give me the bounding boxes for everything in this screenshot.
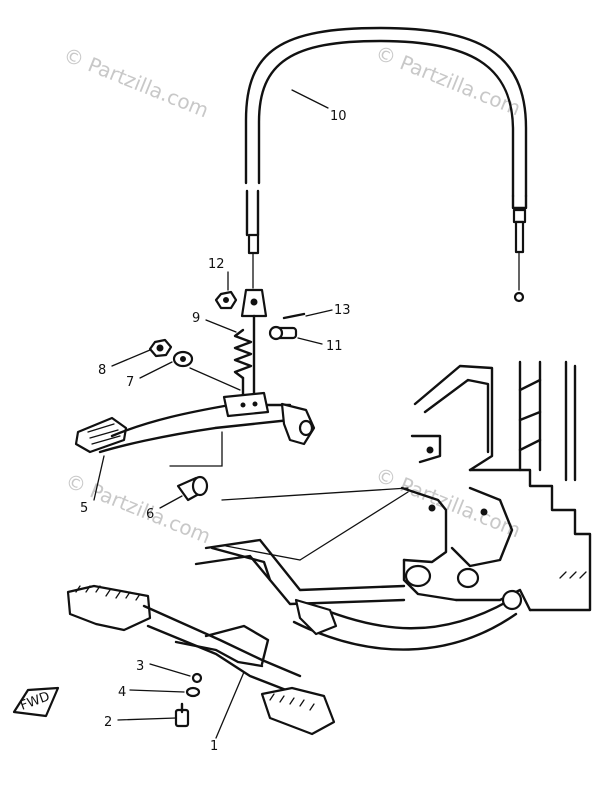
bolt-part xyxy=(174,702,190,728)
brake-cable xyxy=(244,26,528,303)
clevis xyxy=(240,288,268,318)
return-spring xyxy=(233,314,256,400)
clevis-nut-part xyxy=(214,290,238,310)
callout-12: 12 xyxy=(208,257,225,272)
callout-11: 11 xyxy=(326,339,343,354)
guide-lines xyxy=(169,431,409,561)
callout-4: 4 xyxy=(118,685,126,700)
callout-10: 10 xyxy=(330,109,347,124)
callout-13: 13 xyxy=(334,303,351,318)
washer-part xyxy=(172,350,194,368)
brake-pedal xyxy=(74,391,316,454)
watermark-top-right: © Partzilla.com xyxy=(372,40,524,120)
cotter-pin-part xyxy=(191,672,203,684)
bushing-part xyxy=(176,475,209,502)
callout-2: 2 xyxy=(104,715,112,730)
watermark-top-left: © Partzilla.com xyxy=(60,42,212,122)
callout-7: 7 xyxy=(126,375,134,390)
callout-1: 1 xyxy=(210,739,218,754)
leader-lines xyxy=(93,89,333,739)
footrest-bar xyxy=(66,584,336,736)
fwd-arrow-badge: FWD xyxy=(12,686,60,718)
nut-part xyxy=(148,338,173,358)
callout-5: 5 xyxy=(80,501,88,516)
callout-9: 9 xyxy=(192,311,200,326)
clevis-pin xyxy=(268,325,298,341)
callout-3: 3 xyxy=(136,659,144,674)
spring-washer-part xyxy=(185,686,201,698)
callout-8: 8 xyxy=(98,363,106,378)
cotter-pin xyxy=(282,312,306,320)
frame xyxy=(194,360,592,651)
callout-6: 6 xyxy=(146,507,154,522)
